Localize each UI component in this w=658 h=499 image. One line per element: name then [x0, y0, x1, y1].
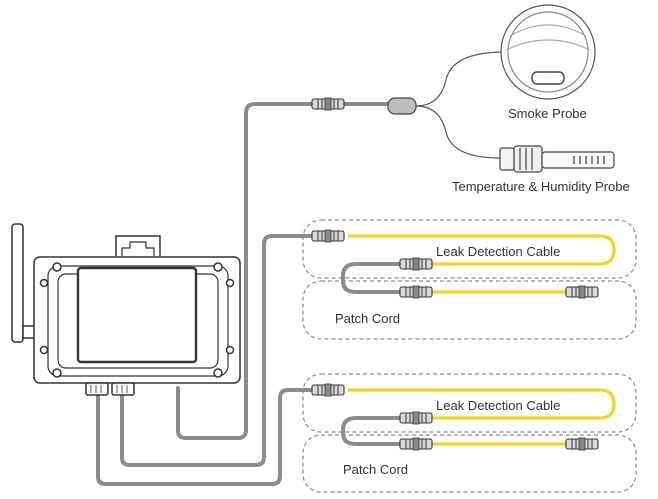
leak-cable-2-feed — [96, 388, 312, 486]
leak-cable-2-line — [348, 388, 616, 420]
dashed-group-1 — [302, 219, 637, 340]
connectors — [311, 97, 599, 451]
probe-main-cable — [176, 102, 314, 440]
smoke-probe-label: Smoke Probe — [508, 106, 587, 121]
cable-connector — [399, 411, 433, 425]
cable-splitter — [387, 97, 417, 115]
yellow-cables — [348, 234, 616, 446]
cable-connector — [311, 97, 345, 111]
leak-cable-1-feed — [120, 234, 312, 467]
cable-connector — [565, 437, 599, 451]
cable-gland-2 — [111, 382, 135, 396]
leak-cable-2-label: Leak Detection Cable — [436, 398, 561, 413]
cable-gland-1 — [85, 382, 109, 396]
dashed-group-2 — [302, 373, 637, 493]
smoke-probe-device — [500, 4, 596, 100]
leak-cable-1-line — [348, 234, 616, 266]
cable-connector — [311, 229, 345, 243]
temp-humidity-probe-device — [499, 145, 615, 173]
cable-connector — [399, 257, 433, 271]
gray-cables — [96, 102, 402, 486]
cable-connector — [565, 285, 599, 299]
patch-cord-1-label: Patch Cord — [335, 311, 401, 326]
cable-connector — [311, 383, 345, 397]
patch-cord-2-label: Patch Cord — [343, 462, 409, 477]
cable-connector — [399, 285, 433, 299]
cable-connector — [399, 437, 433, 451]
antenna — [11, 223, 24, 343]
probe-wires — [415, 51, 506, 159]
patch-loop-1 — [341, 262, 402, 294]
patch-loop-2 — [341, 416, 402, 446]
leak-cable-1-label: Leak Detection Cable — [436, 244, 561, 259]
top-bracket — [115, 235, 161, 256]
controller-unit — [11, 223, 241, 396]
temp-humidity-probe-label: Temperature & Humidity Probe — [452, 179, 630, 194]
display-screen — [76, 266, 198, 364]
